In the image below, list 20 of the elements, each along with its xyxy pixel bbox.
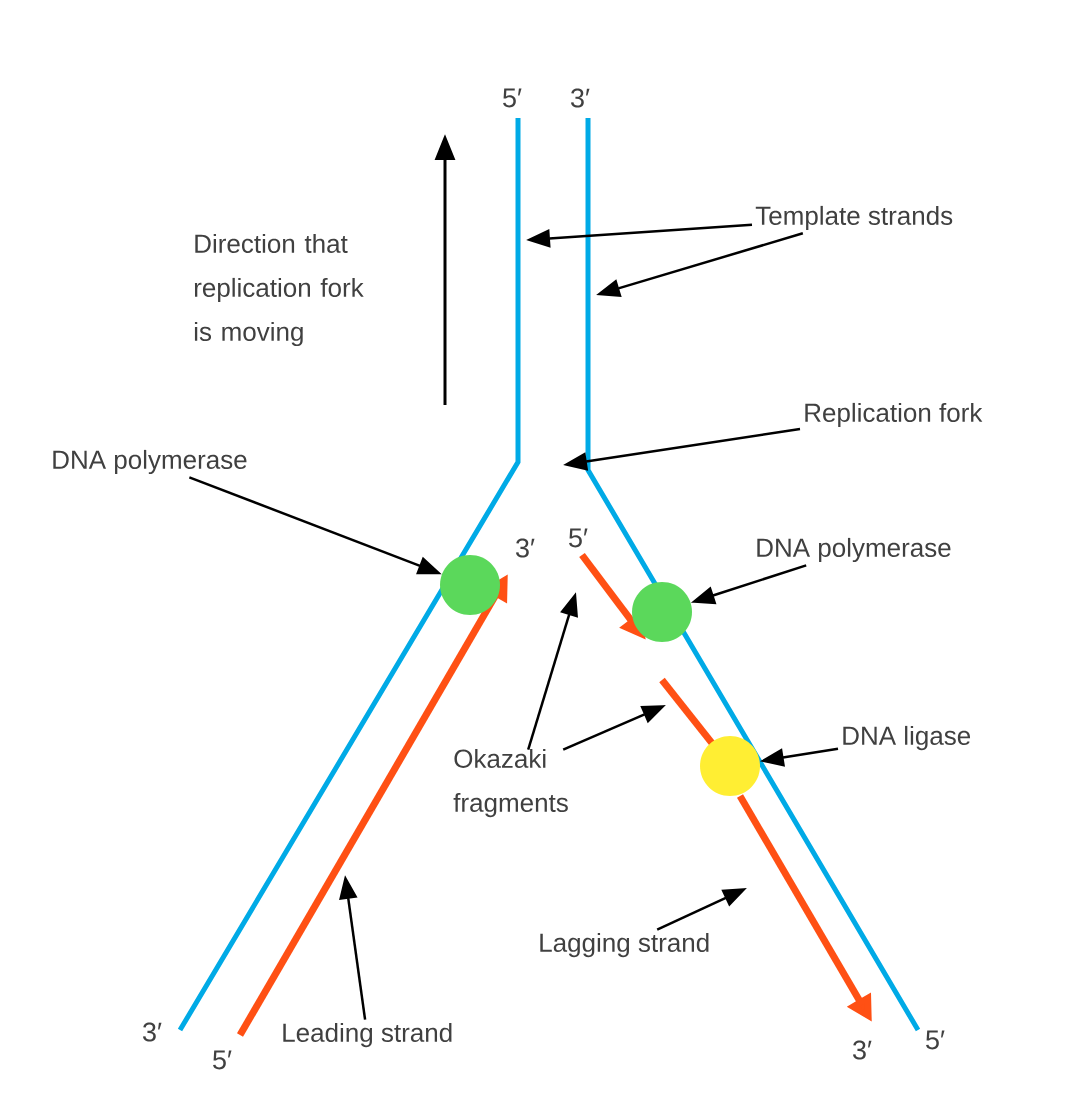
- end-label: 3′: [143, 1022, 162, 1042]
- polymerase-circle: [632, 582, 692, 642]
- callout-label: Direction that replication fork is moving: [194, 233, 364, 347]
- callout-label: DNA ligase: [843, 725, 971, 751]
- callout-label: Okazaki fragments: [453, 748, 568, 818]
- end-label: 3′: [571, 88, 590, 108]
- callout-label: DNA polymerase: [53, 449, 247, 475]
- callout-label: Lagging strand: [540, 932, 709, 958]
- callout-label: DNA polymerase: [757, 537, 951, 563]
- callout-label: Template strands: [755, 205, 953, 231]
- polymerase-circle: [440, 555, 500, 615]
- end-label: 5′: [213, 1050, 232, 1070]
- end-label: 5′: [503, 88, 522, 108]
- end-label: 3′: [516, 538, 535, 558]
- callout-label: Leading strand: [283, 1022, 452, 1048]
- callout-label: Replication fork: [805, 402, 983, 428]
- end-label: 3′: [853, 1040, 872, 1060]
- end-label: 5′: [926, 1030, 945, 1050]
- ligase-circle: [700, 736, 760, 796]
- end-label: 5′: [569, 528, 588, 548]
